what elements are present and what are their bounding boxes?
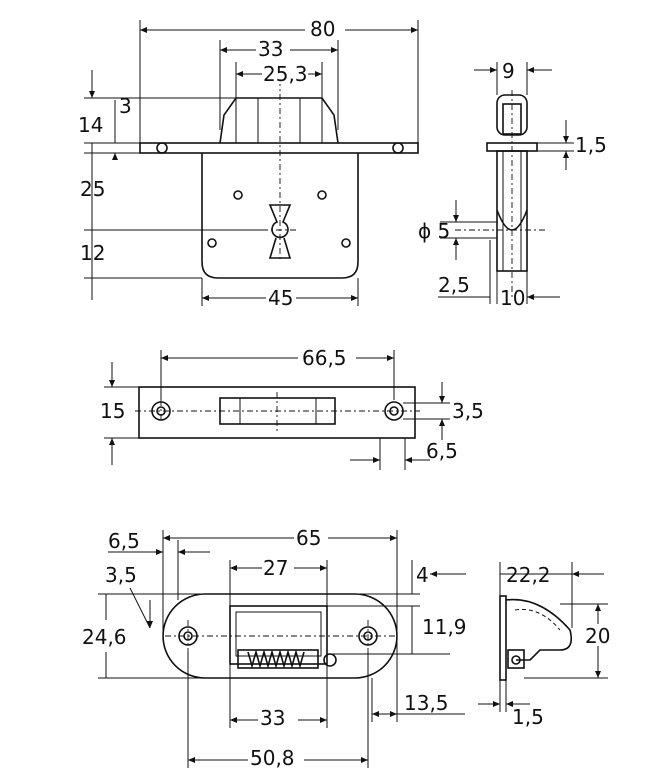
bolt-foot [507, 649, 525, 669]
dim-overall-width: 80 [310, 17, 335, 41]
dim-offset: 2,5 [438, 273, 470, 297]
bolt-window [229, 605, 328, 665]
dim-plate-hole: 3,5 [105, 563, 137, 587]
dim-plate-edge: 6,5 [108, 529, 140, 553]
dim-mid-width: 33 [260, 706, 285, 730]
lock-plate-view: 65 6,5 27 3,5 24,6 4 11,9 [82, 526, 467, 770]
flange-screw-hole-right [392, 142, 404, 154]
dim-window-width: 27 [263, 556, 288, 580]
strike-plate-view: 66,5 15 3,5 6,5 [100, 346, 484, 470]
bolt-pin [323, 653, 337, 667]
case-hole [317, 190, 327, 200]
lock-case [201, 153, 359, 279]
dim-side-depth: 10 [500, 286, 525, 310]
bolt-housing [219, 97, 339, 144]
bolt-plate-edge [499, 595, 507, 681]
dim-bolt-height: 20 [585, 624, 610, 648]
dim-height-25: 25 [80, 177, 105, 201]
dim-window-height: 11,9 [422, 615, 467, 639]
dim-bolt-depth: 22,2 [506, 563, 551, 587]
dim-plate-thickness: 1,5 [575, 133, 607, 157]
dim-bottom-width: 45 [268, 286, 293, 310]
dim-strike-height: 15 [100, 399, 125, 423]
dim-hole-spacing: 66,5 [302, 346, 347, 370]
dim-plate-hole-spacing: 50,8 [250, 746, 295, 770]
lock-body-front-view: 80 33 25,3 3 14 25 12 45 [78, 16, 419, 310]
case-hole [233, 190, 243, 200]
dim-plate-height: 24,6 [82, 625, 127, 649]
lock-plate-outline [162, 593, 398, 679]
dim-bolt-thickness: 1,5 [512, 705, 544, 729]
bolt-profile [505, 598, 573, 661]
dim-top-width: 33 [258, 37, 283, 61]
lock-flange [139, 142, 419, 154]
strike-plate [138, 386, 416, 439]
keyhole [268, 204, 292, 239]
dim-strike-edge: 6,5 [426, 439, 458, 463]
spring [247, 649, 305, 669]
bolt-side-view: 22,2 20 1,5 [478, 562, 612, 729]
dim-top-gap: 4 [416, 563, 429, 587]
flange-screw-hole-left [156, 142, 168, 154]
dim-diameter: ϕ 5 [418, 219, 450, 243]
lock-side-view: 9 1,5 ϕ 5 2,5 10 [418, 59, 607, 310]
dim-strike-hole: 3,5 [452, 399, 484, 423]
dim-plate-right: 13,5 [404, 691, 449, 715]
dim-plate-length: 65 [296, 526, 321, 550]
dim-height-14: 14 [78, 113, 103, 137]
dim-height-12: 12 [80, 241, 105, 265]
case-hole [341, 238, 351, 248]
dim-side-width: 9 [502, 59, 515, 83]
dim-height-3: 3 [119, 94, 132, 118]
dim-inner-width: 25,3 [263, 62, 308, 86]
case-hole [207, 238, 217, 248]
spring-housing [237, 649, 319, 669]
